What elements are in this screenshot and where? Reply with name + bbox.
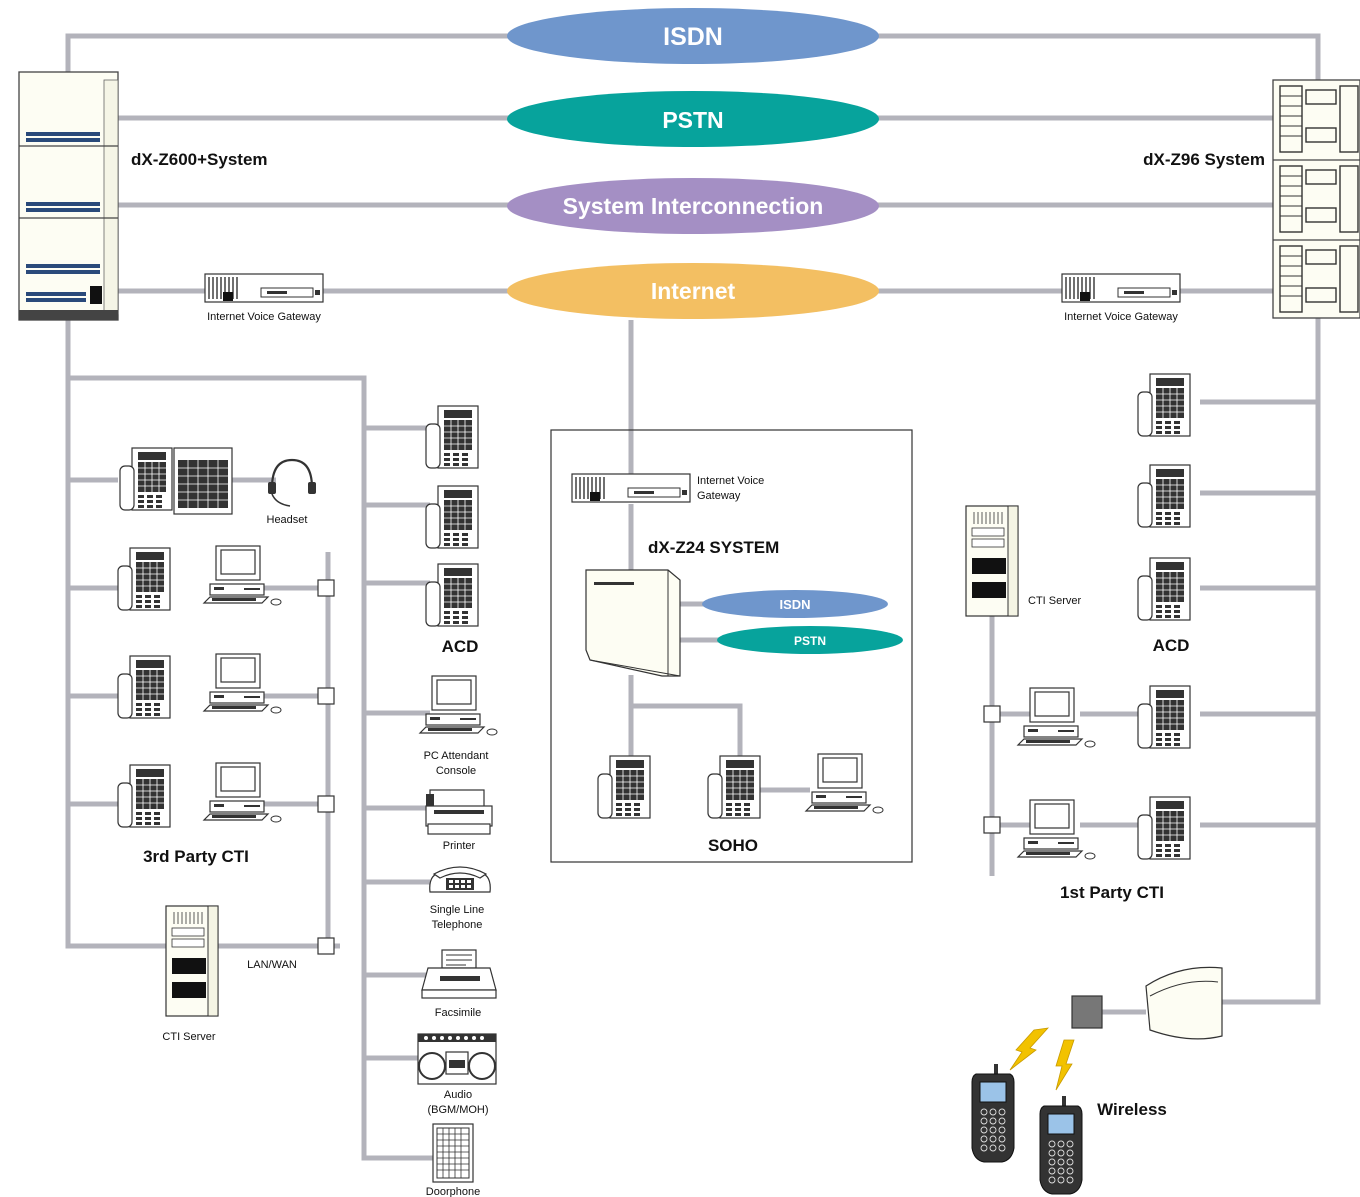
wireless-handset-2-icon (1039, 1095, 1083, 1195)
system-z600-label: dX-Z600+System (131, 150, 268, 169)
printer-label: Printer (443, 840, 476, 852)
third-party-cti-label: 3rd Party CTI (143, 847, 249, 866)
soho-phone-1-icon (597, 755, 651, 819)
gateway-soho-label-1: Internet Voice (697, 475, 764, 487)
cti3-pc-1-icon (203, 545, 282, 606)
system-z96-label: dX-Z96 System (1143, 150, 1265, 169)
pc-attendant-label-1: PC Attendant (424, 750, 489, 762)
soho-pc-icon (805, 753, 884, 814)
wireless-handset-1-icon (971, 1063, 1015, 1163)
cti3-phone-1-icon (117, 547, 171, 611)
wireless-label: Wireless (1097, 1100, 1167, 1119)
audio-label-1: Audio (444, 1089, 472, 1101)
cti-server-left-label: CTI Server (162, 1031, 216, 1043)
headset-icon (268, 458, 316, 507)
acd-right-label: ACD (1153, 636, 1190, 655)
soho-pstn-label: PSTN (794, 634, 826, 648)
acd-left-label: ACD (442, 637, 479, 656)
soho-frame (550, 429, 913, 863)
acd-left-phone-2-icon (425, 485, 479, 549)
interconnection-label: System Interconnection (563, 193, 824, 219)
acd-left-phone-1-icon (425, 405, 479, 469)
wireless-antenna-unit (1071, 995, 1103, 1029)
isdn-label: ISDN (663, 23, 723, 51)
cti1-junction-2 (983, 816, 1001, 834)
lan-junction-1 (317, 579, 335, 597)
network-isdn: ISDN (507, 8, 879, 64)
gateway-left-label: Internet Voice Gateway (207, 311, 321, 323)
gateway-soho-icon (571, 473, 691, 503)
audio-boombox-icon (417, 1033, 497, 1085)
lan-wan-label: LAN/WAN (247, 959, 297, 971)
gateway-right-label: Internet Voice Gateway (1064, 311, 1178, 323)
cti-server-right-icon (965, 505, 1019, 617)
cti1-phone-1-icon (1137, 685, 1191, 749)
cti1-pc-2-icon (1017, 799, 1096, 860)
single-line-label-2: Telephone (432, 919, 483, 931)
cti3-phone-3-icon (117, 764, 171, 828)
gateway-right-icon (1061, 273, 1181, 303)
cti3-phone-2-icon (117, 655, 171, 719)
wireless-signal-icon (1009, 1027, 1075, 1091)
facsimile-label: Facsimile (435, 1007, 481, 1019)
cti1-junction-1 (983, 705, 1001, 723)
single-line-telephone-icon (429, 866, 491, 893)
doorphone-icon (432, 1123, 474, 1183)
acd-left-phone-3-icon (425, 563, 479, 627)
acd-right-phone-2-icon (1137, 464, 1191, 528)
system-z24-label: dX-Z24 SYSTEM (648, 538, 779, 557)
internet-label: Internet (651, 278, 736, 304)
attendant-phone-with-console (119, 447, 233, 515)
first-party-cti-label: 1st Party CTI (1060, 883, 1164, 902)
soho-label: SOHO (708, 836, 758, 855)
cti-server-left-icon (165, 905, 219, 1017)
network-interconnection: System Interconnection (507, 178, 879, 234)
cti-server-right-label: CTI Server (1028, 595, 1082, 607)
facsimile-icon (421, 949, 497, 999)
cti1-pc-1-icon (1017, 687, 1096, 748)
lan-junction-2 (317, 687, 335, 705)
lan-junction-3 (317, 795, 335, 813)
gateway-soho-label-2: Gateway (697, 490, 741, 502)
soho-network-pstn: PSTN (717, 626, 903, 654)
soho-isdn-label: ISDN (779, 597, 810, 612)
network-pstn: PSTN (507, 91, 879, 147)
pc-attendant-label-2: Console (436, 765, 476, 777)
system-z24-unit (585, 569, 681, 677)
system-z96-cabinet (1272, 79, 1360, 319)
lan-junction-4 (317, 937, 335, 955)
cti1-phone-2-icon (1137, 796, 1191, 860)
cti3-pc-3-icon (203, 762, 282, 823)
printer-icon (425, 789, 493, 835)
acd-right-phone-3-icon (1137, 557, 1191, 621)
pc-attendant-console-icon (419, 675, 498, 736)
network-internet: Internet (507, 263, 879, 319)
pstn-label: PSTN (662, 107, 723, 133)
soho-network-isdn: ISDN (702, 590, 888, 618)
acd-right-phone-1-icon (1137, 373, 1191, 437)
single-line-label-1: Single Line (430, 904, 484, 916)
headset-label: Headset (267, 514, 308, 526)
doorphone-label: Doorphone (426, 1186, 480, 1197)
wireless-base-station (1145, 966, 1223, 1040)
audio-label-2: (BGM/MOH) (427, 1104, 488, 1116)
cti3-pc-2-icon (203, 653, 282, 714)
connection-lines (65, 33, 1321, 1161)
system-z600-cabinet (18, 71, 119, 321)
gateway-left-icon (204, 273, 324, 303)
soho-phone-2-icon (707, 755, 761, 819)
